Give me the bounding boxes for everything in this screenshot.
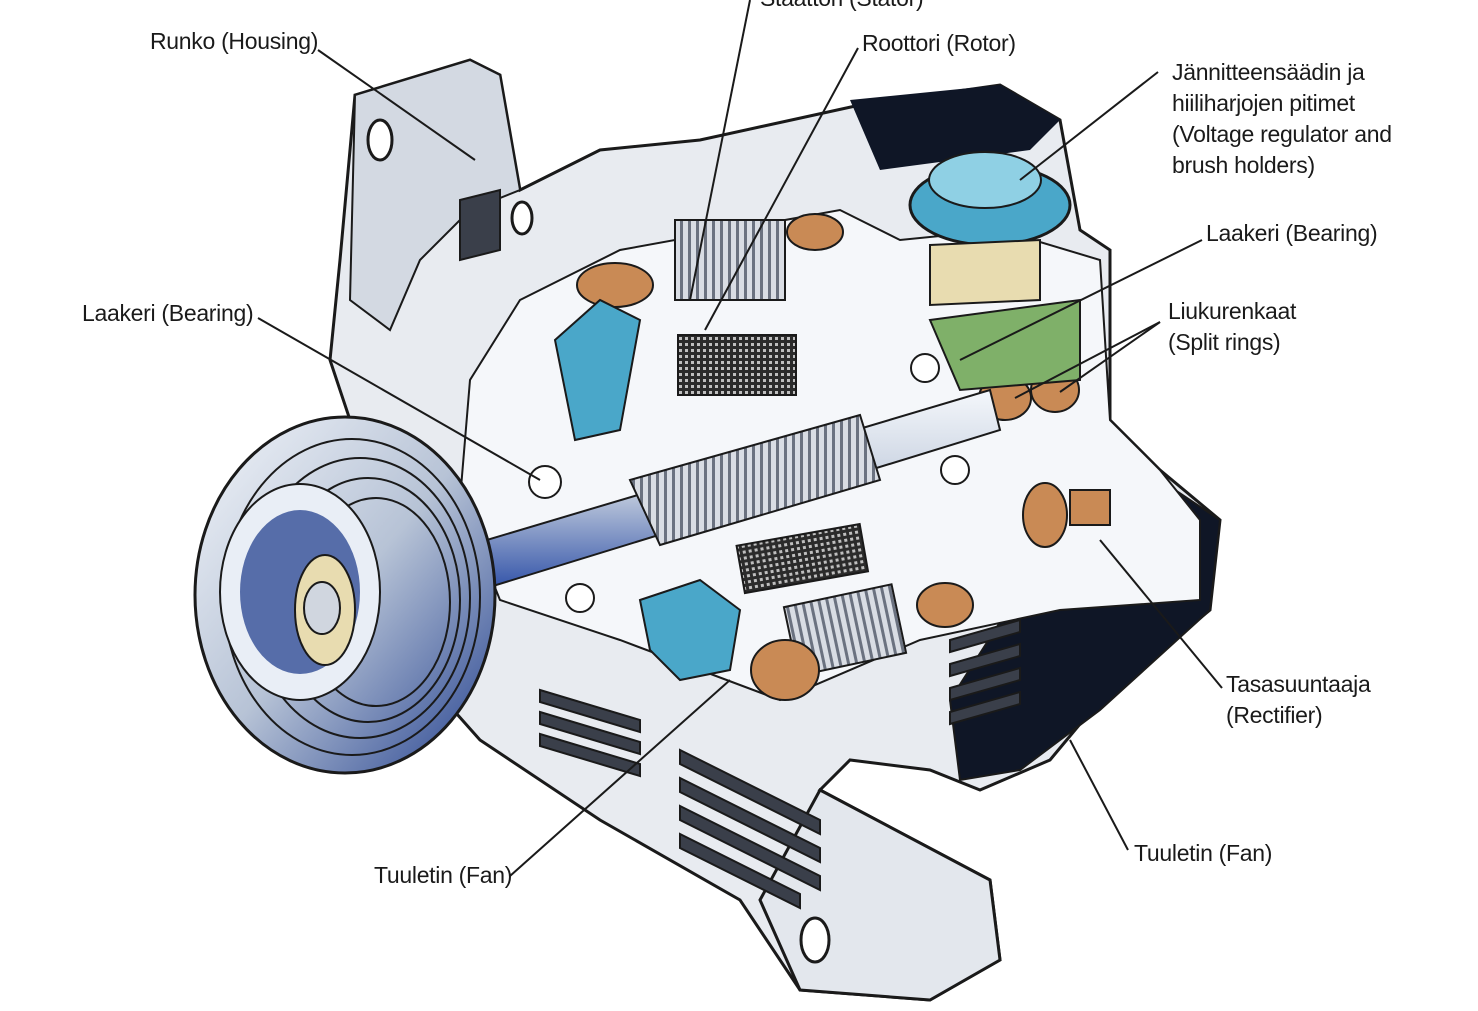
voltage-regulator-label-line4: brush holders) [1172,152,1315,178]
voltage-regulator-label: Jännitteensäädin ja hiiliharjojen pitime… [1172,57,1392,181]
pulley [193,415,497,775]
rotor-label: Roottori (Rotor) [862,30,1016,56]
rectifier-label: Tasasuuntaaja (Rectifier) [1226,669,1371,731]
fan-fins-right [949,618,1021,726]
fan-fins-left [459,188,821,910]
stator [674,219,908,677]
voltage-regulator-label-line2: hiiliharjojen pitimet [1172,90,1355,116]
bearings [528,353,970,613]
fan-right-label: Tuuletin (Fan) [1134,840,1273,866]
voltage-regulator [908,151,1081,392]
housing-label: Runko (Housing) [150,28,319,54]
stator-label: Staattori (Stator) [760,0,924,14]
shaft [468,388,1002,592]
fan-left-label: Tuuletin (Fan) [374,862,513,888]
bearing-left-label: Laakeri (Bearing) [82,300,254,326]
slip-rings-label: Liukurenkaat (Split rings) [1168,296,1296,358]
leader-lines [257,0,1223,877]
voltage-regulator-label-line3: (Voltage regulator and [1172,121,1392,147]
rectifier-label-line2: (Rectifier) [1226,702,1323,728]
slip-rings-label-line2: (Split rings) [1168,329,1281,355]
voltage-regulator-label-line1: Jännitteensäädin ja [1172,59,1365,85]
rotor-claws [553,298,742,682]
rectifier [1022,482,1111,548]
rectifier-label-line1: Tasasuuntaaja [1226,671,1371,697]
bearing-right-label: Laakeri (Bearing) [1206,220,1378,246]
slip-rings-label-line1: Liukurenkaat [1168,298,1297,324]
